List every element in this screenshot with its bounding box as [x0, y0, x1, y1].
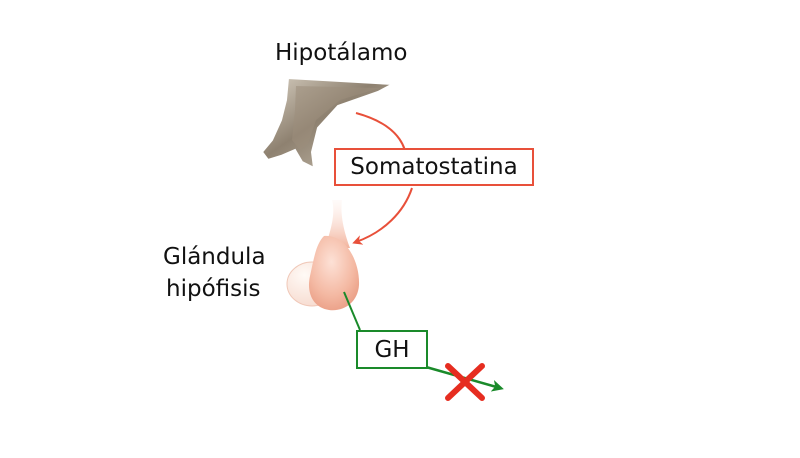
hypothalamus-illustration — [260, 76, 397, 170]
gland-label-line2: hipófisis — [166, 276, 261, 302]
x-cross-icon — [445, 363, 485, 401]
gh-line-upper — [343, 291, 361, 331]
gh-box: GH — [356, 330, 428, 369]
somatostatin-box: Somatostatina — [334, 148, 534, 186]
hypothalamus-label: Hipotálamo — [275, 40, 408, 66]
somatostatin-arrow-lower — [352, 187, 413, 245]
pituitary-illustration — [286, 200, 360, 311]
gland-label-line1: Glándula — [163, 244, 266, 270]
